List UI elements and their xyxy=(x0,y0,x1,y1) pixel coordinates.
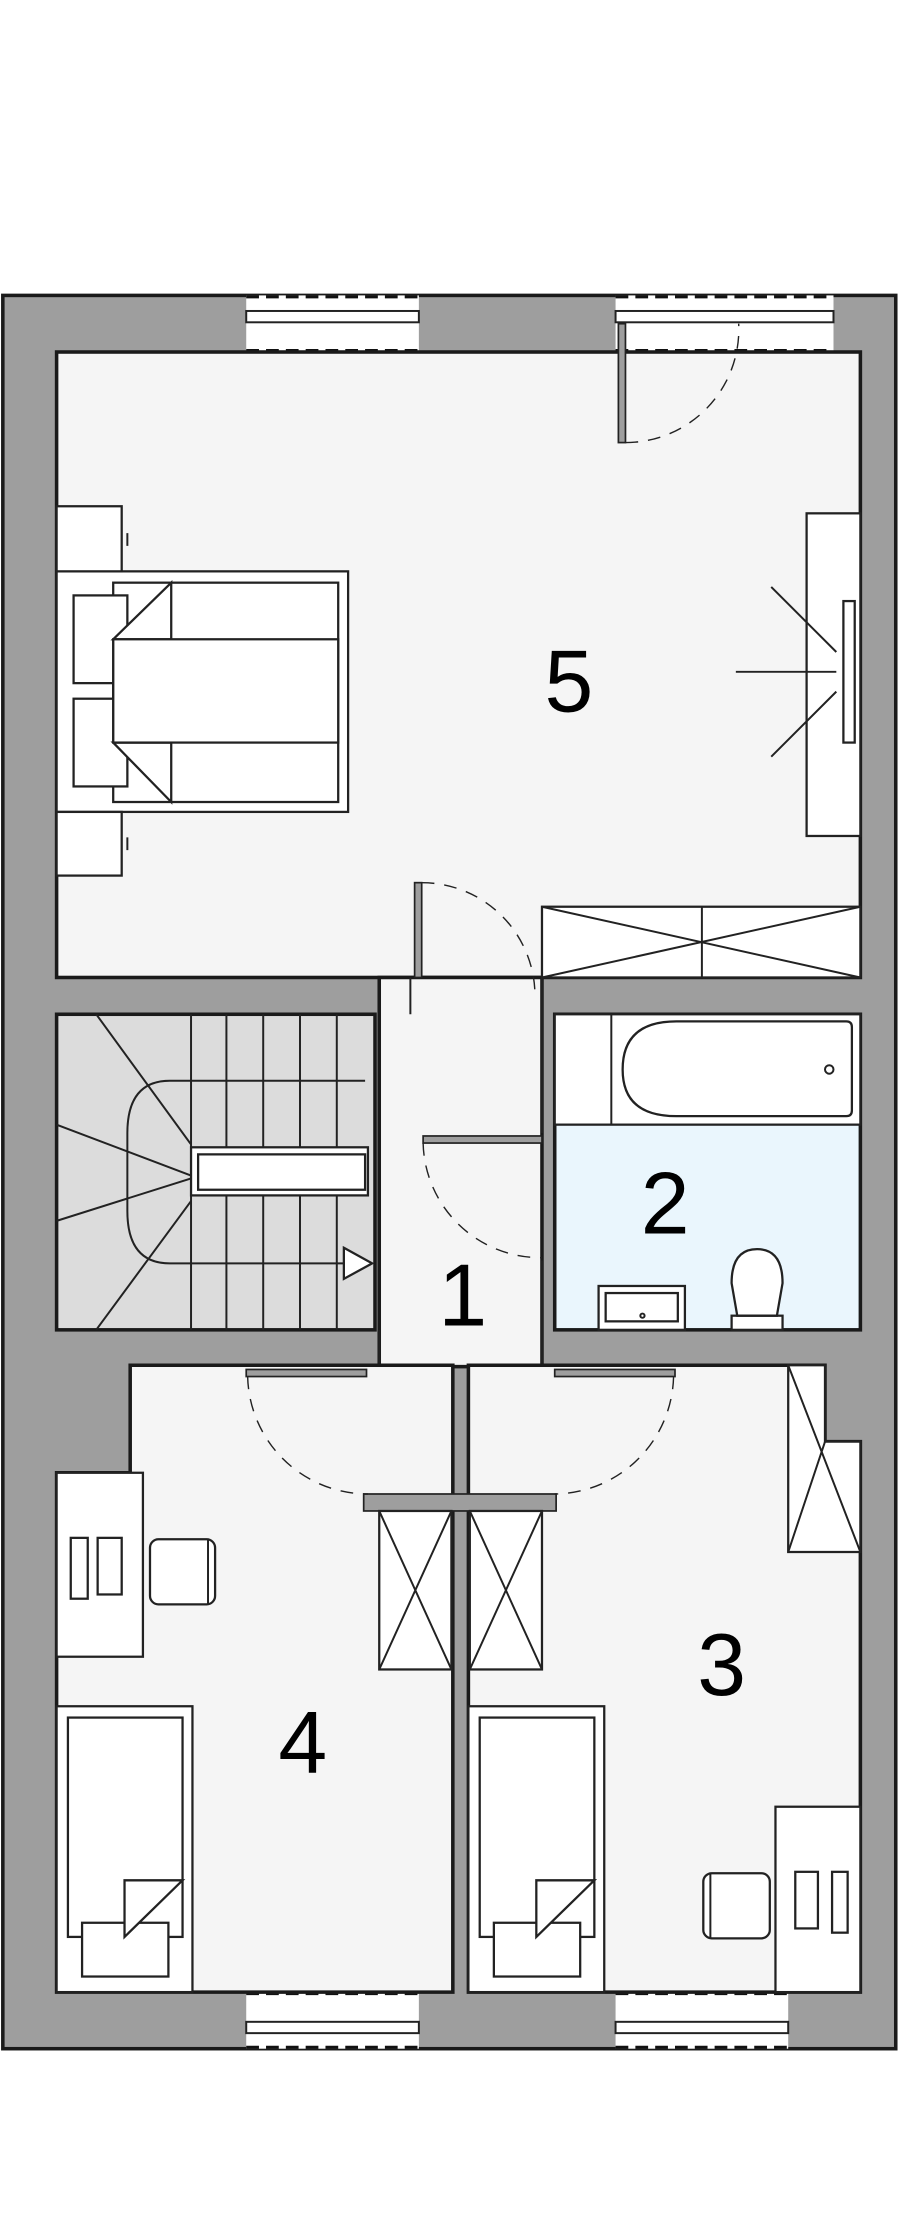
doors xyxy=(245,322,740,1495)
nightstand xyxy=(55,505,123,573)
wardrobe xyxy=(787,1364,862,1554)
room-4-label: 4 xyxy=(278,1694,327,1792)
windows xyxy=(245,295,835,2049)
sink xyxy=(597,1284,687,1331)
tv-cabinet xyxy=(735,512,862,838)
nightstand xyxy=(55,810,123,877)
window-bottom-left xyxy=(245,1991,420,2049)
bathtub xyxy=(553,1013,862,1126)
stairs xyxy=(56,1013,375,1331)
room-1-label: 1 xyxy=(438,1247,487,1345)
room-2-label: 2 xyxy=(641,1155,690,1253)
wardrobe xyxy=(540,905,862,979)
window-bottom-right xyxy=(614,1991,790,2049)
window-top-left xyxy=(245,295,420,353)
desk xyxy=(55,1471,217,1658)
single-bed xyxy=(55,1705,194,1994)
room-1-hall xyxy=(377,975,544,1369)
single-bed xyxy=(467,1705,606,1994)
partition-wall xyxy=(362,1493,557,1512)
toilet xyxy=(730,1248,784,1331)
arrow-icon xyxy=(342,1245,375,1281)
wardrobe xyxy=(468,1509,544,1671)
double-bed xyxy=(55,570,350,814)
window-top-right xyxy=(614,295,835,353)
wardrobe xyxy=(378,1509,453,1671)
room-5-label: 5 xyxy=(544,632,593,730)
desk xyxy=(702,1805,862,1994)
room-3-label: 3 xyxy=(697,1616,746,1714)
